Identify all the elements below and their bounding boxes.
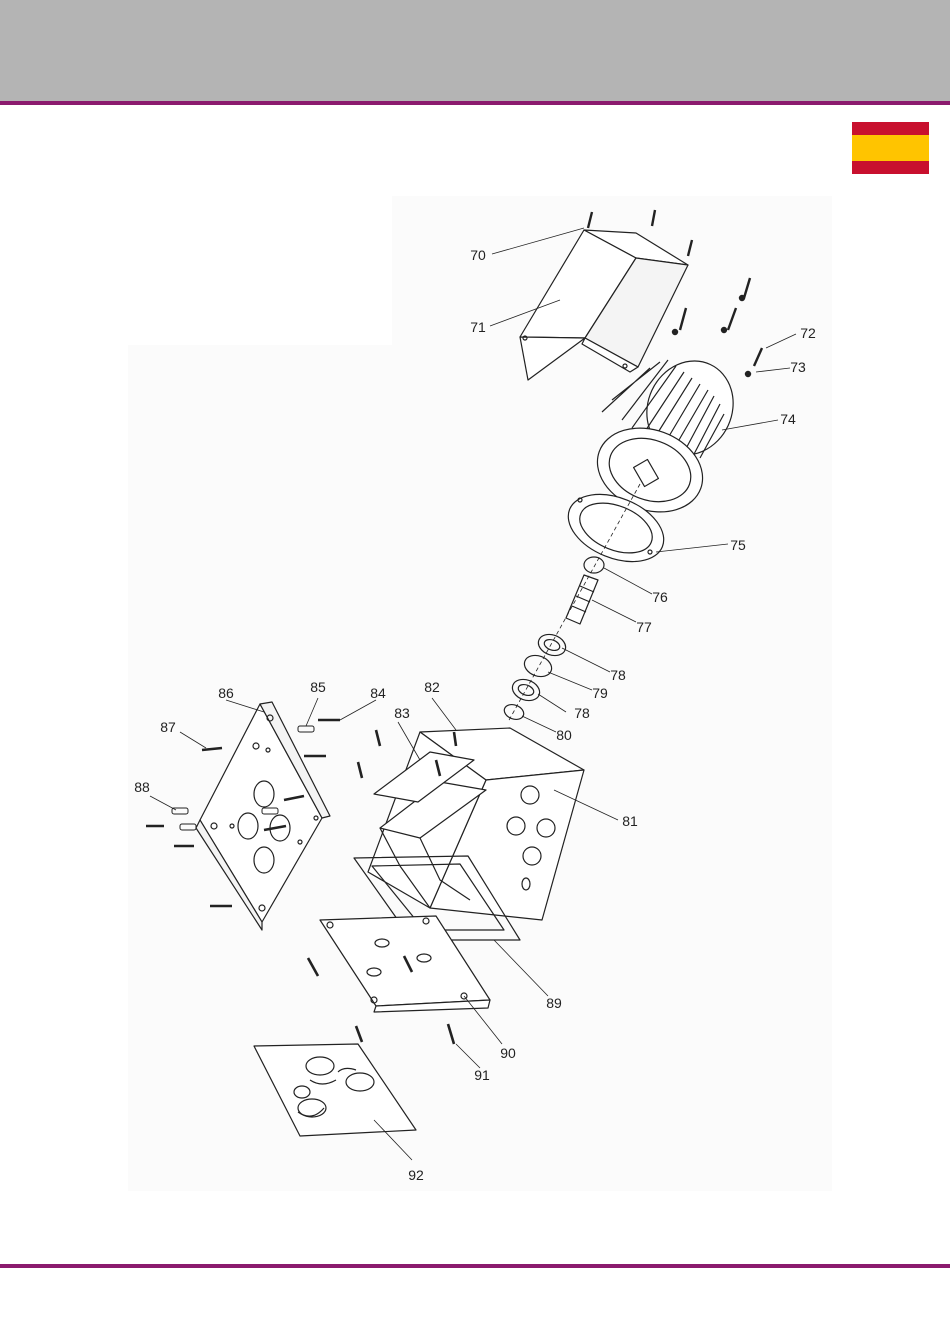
label-85: 85 (310, 679, 326, 695)
label-76: 76 (652, 589, 668, 605)
label-80: 80 (556, 727, 572, 743)
label-81: 81 (622, 813, 638, 829)
label-72: 72 (800, 325, 816, 341)
label-74: 74 (780, 411, 796, 427)
label-86: 86 (218, 685, 234, 701)
label-82: 82 (424, 679, 440, 695)
label-79: 79 (592, 685, 608, 701)
label-83: 83 (394, 705, 410, 721)
label-84: 84 (370, 685, 386, 701)
label-78b: 78 (574, 705, 590, 721)
label-78: 78 (610, 667, 626, 683)
footer-rule (0, 1264, 950, 1268)
label-77: 77 (636, 619, 652, 635)
label-88: 88 (134, 779, 150, 795)
label-71: 71 (470, 319, 486, 335)
label-70: 70 (470, 247, 486, 263)
label-90: 90 (500, 1045, 516, 1061)
label-92: 92 (408, 1167, 424, 1183)
label-75: 75 (730, 537, 746, 553)
label-91: 91 (474, 1067, 490, 1083)
label-87: 87 (160, 719, 176, 735)
label-89: 89 (546, 995, 562, 1011)
label-73: 73 (790, 359, 806, 375)
